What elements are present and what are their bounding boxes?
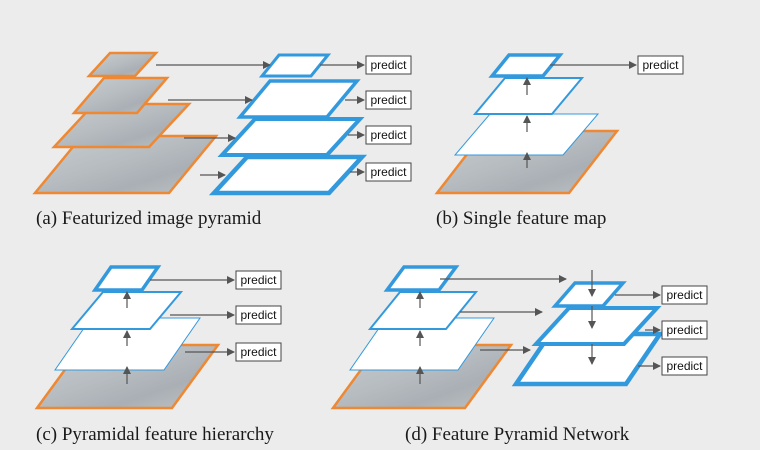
caption-d: (d) Feature Pyramid Network <box>405 424 630 445</box>
lateral-connections <box>440 275 567 354</box>
predict-label: predict <box>370 93 407 107</box>
predict-label: predict <box>666 323 703 337</box>
predict-box: predict <box>365 125 412 145</box>
predict-box: predict <box>661 285 708 305</box>
predict-label: predict <box>240 308 277 322</box>
top-down-feature-2 <box>531 306 662 346</box>
feature-map-2 <box>69 291 184 330</box>
feature-to-predict-arrows <box>615 291 661 370</box>
panel-d: predict predict predict (d) Feature Pyra… <box>330 265 708 445</box>
predict-box: predict <box>235 270 282 290</box>
predict-box: predict <box>365 55 412 75</box>
feature-map-3 <box>217 117 365 157</box>
feature-map-1 <box>91 265 162 292</box>
predict-label: predict <box>370 165 407 179</box>
panel-b: predict (b) Single feature map <box>434 53 684 229</box>
predict-box: predict <box>661 356 708 376</box>
caption-a: (a) Featurized image pyramid <box>36 208 262 229</box>
predict-box: predict <box>637 55 684 75</box>
predict-box: predict <box>661 320 708 340</box>
feature-map-1 <box>488 53 564 78</box>
feature-map-1 <box>258 53 332 78</box>
caption-c: (c) Pyramidal feature hierarchy <box>36 424 274 445</box>
image-level-2 <box>71 76 170 115</box>
predict-label: predict <box>642 58 679 72</box>
feature-to-predict-arrows <box>150 276 235 356</box>
predict-box: predict <box>365 90 412 110</box>
top-down-feature-1 <box>551 281 627 308</box>
bottom-up-feature-2 <box>367 291 479 330</box>
feature-map-2 <box>236 79 361 119</box>
predict-label: predict <box>370 128 407 142</box>
image-level-1 <box>86 51 159 78</box>
predict-box: predict <box>365 162 412 182</box>
predict-label: predict <box>370 58 407 72</box>
image-level-3 <box>51 102 192 149</box>
feature-maps <box>208 53 368 196</box>
image-level-4 <box>32 134 219 195</box>
feature-map-4 <box>208 154 368 196</box>
caption-b: (b) Single feature map <box>436 208 606 229</box>
predict-label: predict <box>240 273 277 287</box>
bottom-up-feature-1 <box>383 265 460 292</box>
panel-c: predict predict predict (c) Pyramidal fe… <box>34 265 282 445</box>
image-to-feature-arrows <box>156 61 271 179</box>
predict-label: predict <box>240 345 277 359</box>
feature-to-predict-arrows <box>320 61 365 176</box>
predict-label: predict <box>666 288 703 302</box>
predict-box: predict <box>235 342 282 362</box>
image-pyramid <box>32 51 219 195</box>
predict-label: predict <box>666 359 703 373</box>
feature-map-2 <box>472 77 585 115</box>
panel-a: predict predict predict predict (a) Feat… <box>32 51 412 229</box>
predict-box: predict <box>235 305 282 325</box>
